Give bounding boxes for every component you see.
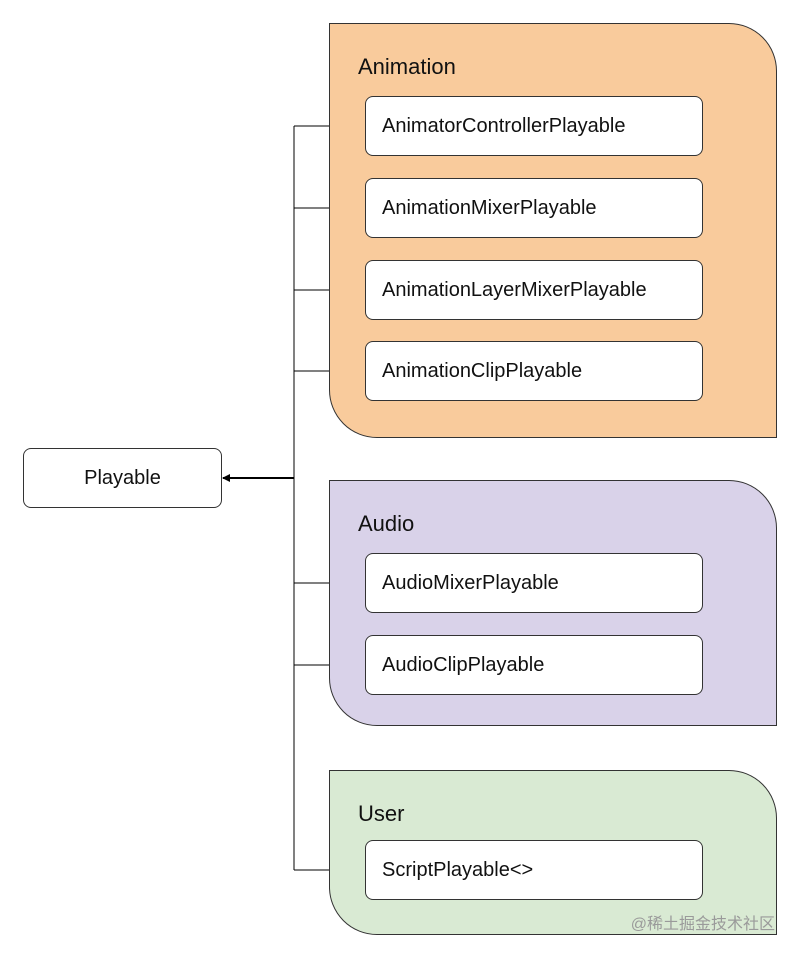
animation-layer-mixer-playable-node[interactable]: AnimationLayerMixerPlayable (365, 260, 703, 320)
node-label: AnimationLayerMixerPlayable (382, 278, 647, 301)
animation-clip-playable-node[interactable]: AnimationClipPlayable (365, 341, 703, 401)
node-label: AnimatorControllerPlayable (382, 114, 626, 137)
animation-mixer-playable-node[interactable]: AnimationMixerPlayable (365, 178, 703, 238)
node-label: AudioClipPlayable (382, 653, 545, 676)
audio-group-title: Audio (358, 511, 415, 536)
node-label: AnimationMixerPlayable (382, 196, 597, 219)
node-label: AudioMixerPlayable (382, 571, 559, 594)
node-label: AnimationClipPlayable (382, 359, 583, 382)
audio-clip-playable-node[interactable]: AudioClipPlayable (365, 635, 703, 695)
playable-node-label: Playable (84, 466, 161, 489)
watermark: @稀土掘金技术社区 (630, 916, 775, 933)
playable-node[interactable]: Playable (23, 448, 222, 508)
animation-group-title: Animation (358, 54, 456, 79)
user-group-title: User (358, 801, 405, 826)
audio-mixer-playable-node[interactable]: AudioMixerPlayable (365, 553, 703, 613)
animator-controller-playable-node[interactable]: AnimatorControllerPlayable (365, 96, 703, 156)
node-label: ScriptPlayable<> (382, 858, 534, 881)
script-playable-node[interactable]: ScriptPlayable<> (365, 840, 703, 900)
